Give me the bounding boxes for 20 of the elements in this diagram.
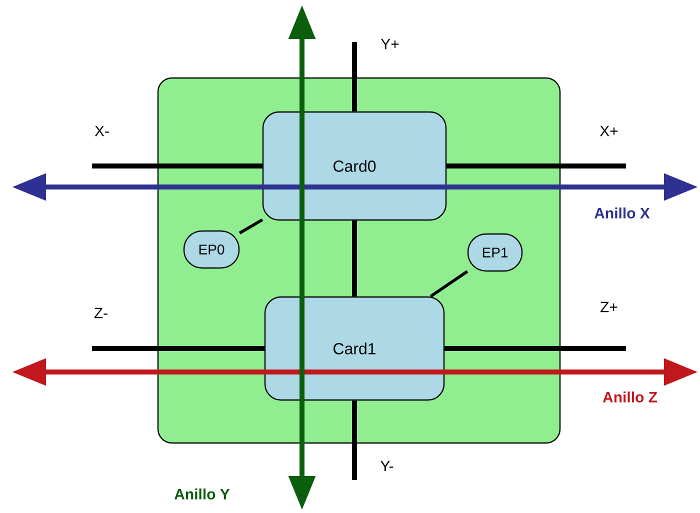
axis-label: X- — [94, 126, 109, 136]
connector-line — [352, 220, 357, 296]
connector-line — [430, 270, 468, 298]
connector-line — [352, 42, 357, 112]
connector-line — [238, 218, 264, 234]
connector-line — [352, 400, 357, 480]
connector-line — [92, 164, 262, 168]
axis-label: Z- — [94, 308, 108, 318]
card-box: Card1 — [264, 296, 445, 401]
axis-label: Y- — [380, 460, 394, 472]
card-box: Card0 — [262, 111, 447, 221]
connector-line — [446, 164, 626, 168]
connector-line — [444, 346, 626, 351]
axis-label: Y+ — [380, 38, 399, 50]
ring-label: Anillo X — [594, 208, 650, 218]
axis-label: Z+ — [600, 302, 618, 312]
ring-label: Anillo Y — [174, 488, 230, 500]
connector-line — [92, 346, 264, 351]
axis-label: X+ — [600, 126, 618, 136]
ring-label: Anillo Z — [602, 392, 658, 402]
